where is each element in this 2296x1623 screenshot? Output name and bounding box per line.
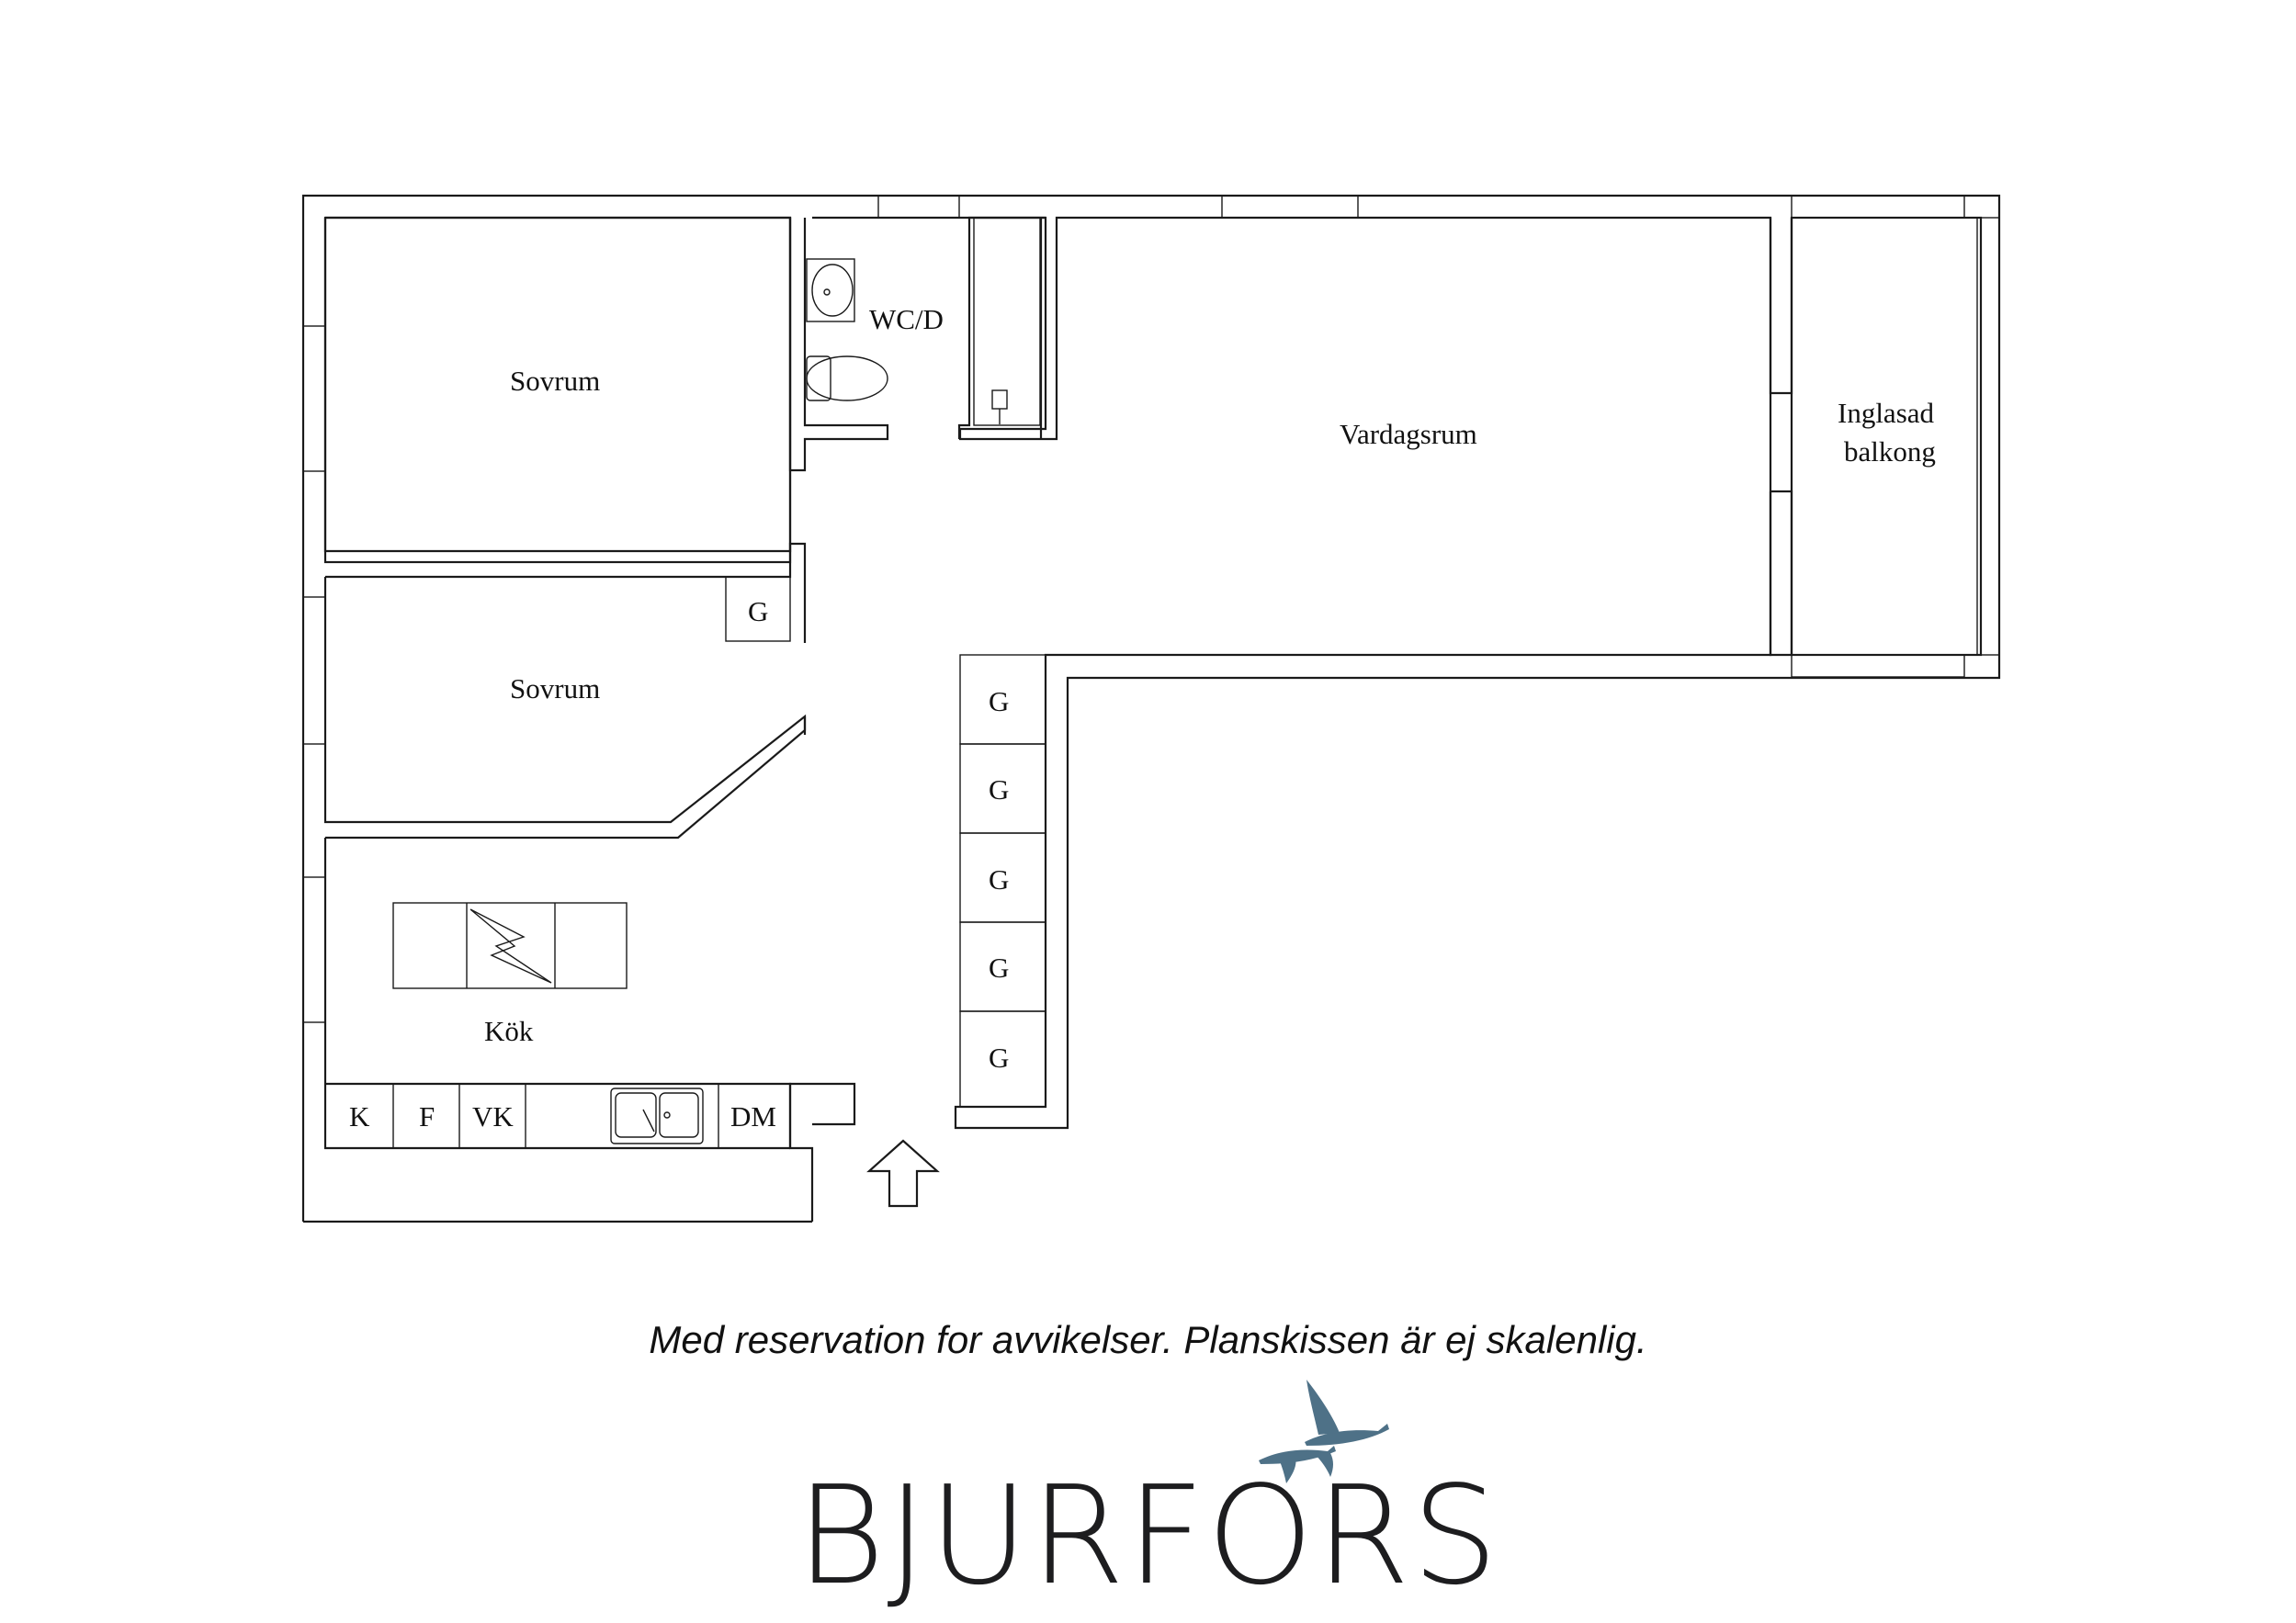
balcony-label-line1: Inglasad	[1838, 397, 1935, 429]
svg-text:G: G	[989, 952, 1009, 984]
brand-logo: BJURFORS	[796, 1457, 1500, 1615]
living-room: Vardagsrum	[1340, 218, 1793, 657]
bathroom: WC/D	[788, 216, 1046, 472]
hall-wardrobes: G G G G G	[959, 654, 1046, 1108]
stove-icon	[392, 902, 628, 989]
windows	[302, 195, 2000, 1023]
svg-text:G: G	[989, 863, 1009, 896]
kitchen-sink-icon	[610, 1088, 704, 1144]
shower-icon	[973, 217, 1041, 426]
svg-text:VK: VK	[472, 1100, 514, 1133]
kitchen-units: K F VK DM	[349, 1084, 776, 1148]
toilet-icon	[806, 355, 888, 401]
bedroom-1: Sovrum	[323, 216, 792, 564]
entrance-arrow-icon	[866, 1139, 940, 1208]
kitchen: Kök K F VK DM	[323, 838, 792, 1150]
sink-icon	[806, 258, 855, 322]
bedroom-2-label: Sovrum	[510, 672, 600, 704]
kitchen-label: Kök	[484, 1015, 534, 1047]
svg-text:F: F	[419, 1100, 435, 1133]
flying-birds-icon	[1259, 1380, 1389, 1483]
svg-text:DM: DM	[730, 1100, 776, 1133]
bathroom-label: WC/D	[869, 303, 944, 335]
living-room-label: Vardagsrum	[1340, 418, 1477, 450]
bedroom-1-label: Sovrum	[510, 365, 600, 397]
balcony: Inglasad balkong	[1790, 216, 1983, 657]
disclaimer-text: Med reservation for avvikelser. Planskis…	[649, 1318, 1647, 1361]
svg-text:G: G	[748, 595, 768, 627]
wardrobe-bedroom: G	[725, 576, 791, 642]
svg-text:K: K	[349, 1100, 370, 1133]
outer-walls	[301, 194, 2001, 1223]
balcony-label-line2: balkong	[1844, 435, 1936, 468]
svg-text:G: G	[989, 773, 1009, 806]
bedroom-2: Sovrum G	[323, 542, 807, 840]
svg-text:G: G	[989, 1042, 1009, 1074]
svg-text:G: G	[989, 685, 1009, 717]
